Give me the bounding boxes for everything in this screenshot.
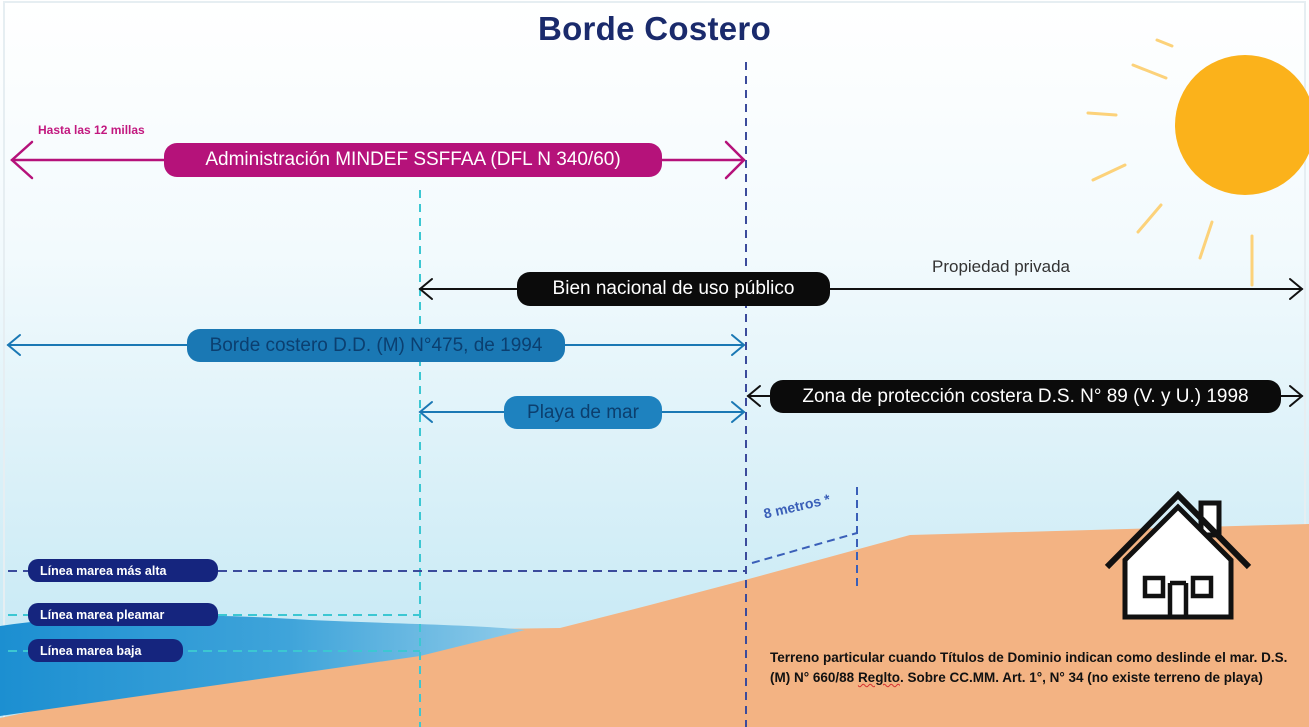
pill-playa-text: Playa de mar bbox=[527, 401, 639, 423]
terreno-particular-note: Terreno particular cuando Títulos de Dom… bbox=[770, 648, 1309, 688]
label-propiedad-privada: Propiedad privada bbox=[932, 257, 1070, 276]
pill-bien-nacional-text: Bien nacional de uso público bbox=[552, 278, 795, 299]
label-marea-baja-text: Línea marea baja bbox=[40, 643, 142, 658]
pill-bien-nacional: Bien nacional de uso público bbox=[517, 272, 830, 306]
note-text-reglto: Reglto bbox=[857, 670, 900, 685]
house-icon bbox=[1104, 490, 1252, 620]
pill-mindef: Administración MINDEF SSFFAA (DFL N 340/… bbox=[164, 143, 662, 177]
slope-8-metros bbox=[751, 532, 858, 564]
pill-zona-proteccion-text: Zona de protección costera D.S. N° 89 (V… bbox=[802, 385, 1249, 407]
label-marea-alta-text: Línea marea más alta bbox=[40, 563, 167, 578]
pill-mindef-text: Administración MINDEF SSFFAA (DFL N 340/… bbox=[205, 149, 621, 170]
pill-playa-de-mar: Playa de mar bbox=[504, 396, 662, 429]
label-hasta-12-millas: Hasta las 12 millas bbox=[38, 123, 145, 137]
label-marea-baja: Línea marea baja bbox=[28, 639, 183, 662]
pill-borde-costero: Borde costero D.D. (M) N°475, de 1994 bbox=[187, 329, 565, 362]
note-text-2: . Sobre CC.MM. Art. 1°, N° 34 (no existe… bbox=[899, 670, 1263, 685]
label-marea-alta: Línea marea más alta bbox=[28, 559, 218, 582]
label-marea-pleamar: Línea marea pleamar bbox=[28, 603, 218, 626]
pill-zona-proteccion: Zona de protección costera D.S. N° 89 (V… bbox=[770, 380, 1281, 413]
pill-borde-costero-text: Borde costero D.D. (M) N°475, de 1994 bbox=[209, 334, 543, 356]
diagram-title: Borde Costero bbox=[537, 10, 772, 47]
label-marea-pleamar-text: Línea marea pleamar bbox=[40, 607, 165, 622]
sun-icon bbox=[1086, 38, 1309, 287]
sand-terrain bbox=[0, 524, 1309, 727]
note-text-1: Terreno particular cuando Títulos de Dom… bbox=[770, 650, 1288, 685]
